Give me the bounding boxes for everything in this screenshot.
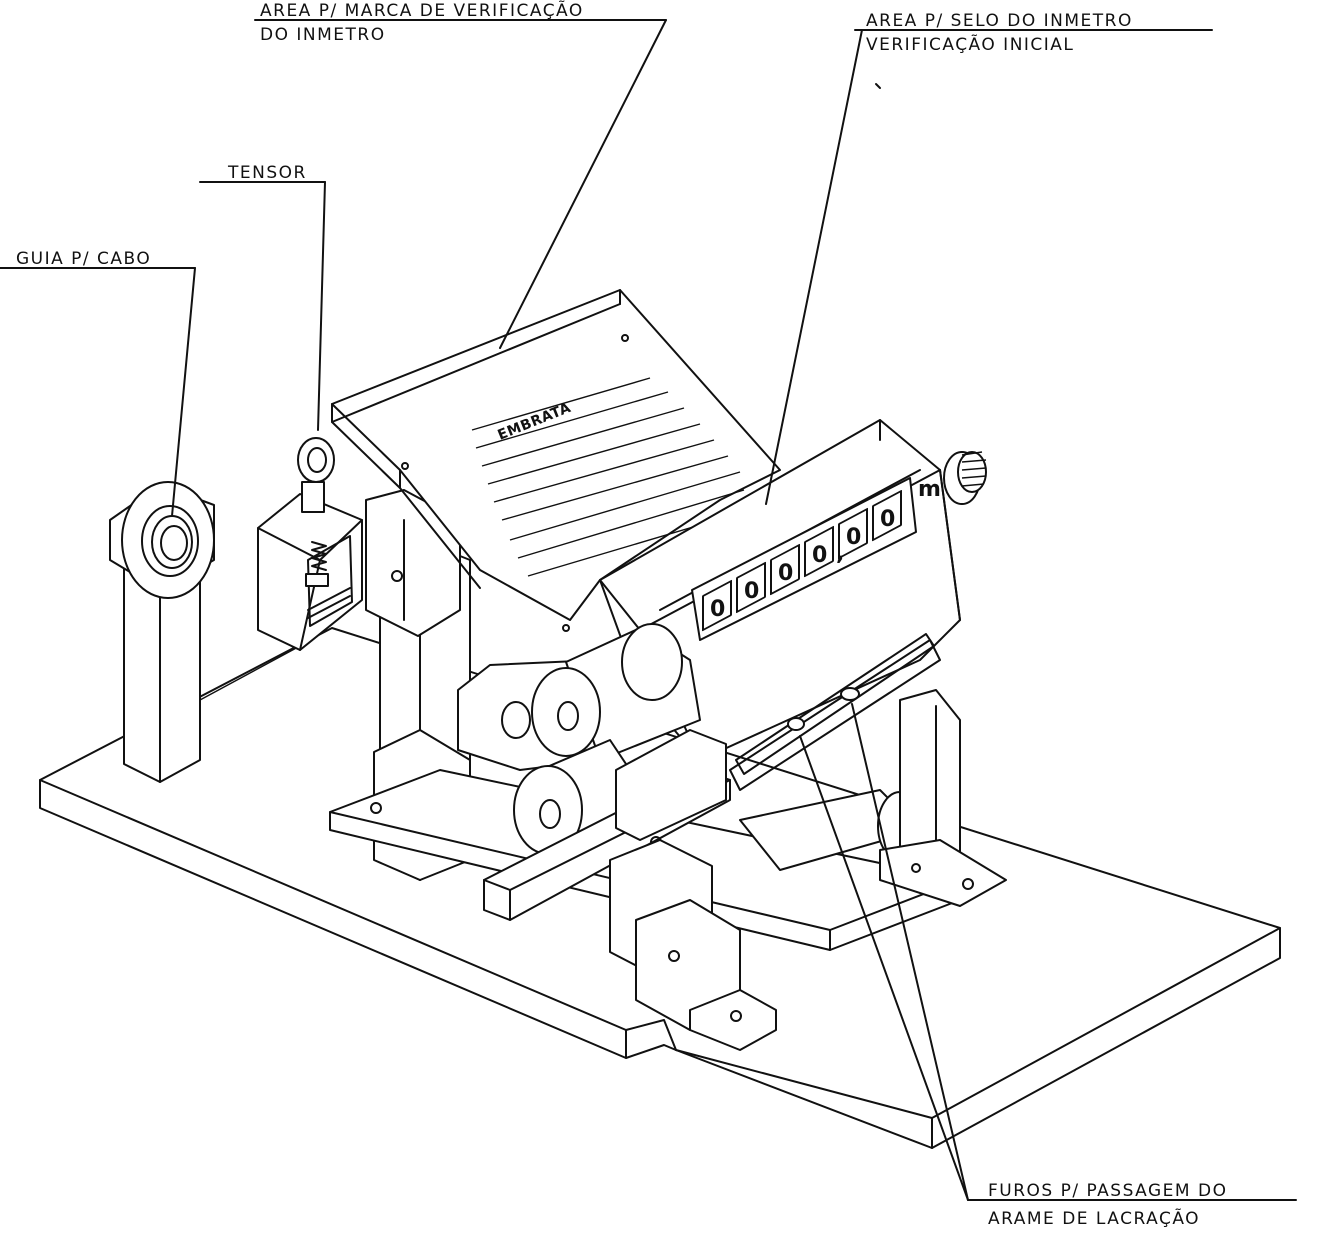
- counter-digit: 0: [710, 597, 725, 622]
- counter-digit: 0: [778, 561, 793, 586]
- counter-digit-cell: [736, 561, 766, 614]
- right-support: [739, 689, 1007, 907]
- counter-digit-cell: [872, 489, 902, 542]
- callout-selo-line1: AREA P/ SELO DO INMETRO: [866, 11, 1133, 31]
- counter-digit: 0: [744, 579, 759, 604]
- counter-unit-label: m: [918, 477, 941, 502]
- counter-digit: 0: [812, 543, 827, 568]
- callout-marca-line1: AREA P/ MARCA DE VERIFICAÇÃO: [260, 0, 584, 21]
- callout-tensor: TENSOR: [227, 163, 307, 183]
- counter-digit-cell: [838, 507, 868, 560]
- counter-digit-cell: [702, 579, 732, 632]
- tensor-assembly: [199, 437, 363, 701]
- counter-digit-cell: [804, 525, 834, 578]
- leader-lines: [0, 19, 1297, 1201]
- rollers: [457, 623, 701, 855]
- callout-furos-line1: FUROS P/ PASSAGEM DO: [988, 1181, 1227, 1201]
- counter-digit: 0: [880, 507, 895, 532]
- callout-furos-line2: ARAME DE LACRAÇÃO: [988, 1207, 1200, 1229]
- counter-decimal-separator: ,: [836, 541, 844, 566]
- callout-marca-line2: DO INMETRO: [260, 25, 386, 45]
- front-bracket: [483, 729, 777, 1051]
- callout-guia: GUIA P/ CABO: [16, 249, 151, 269]
- callout-selo-line2: VERIFICAÇÃO INICIAL: [866, 33, 1074, 55]
- counter-digit: 0: [846, 525, 861, 550]
- counter-digit-cell: [770, 543, 800, 596]
- cable-guide: [109, 481, 215, 783]
